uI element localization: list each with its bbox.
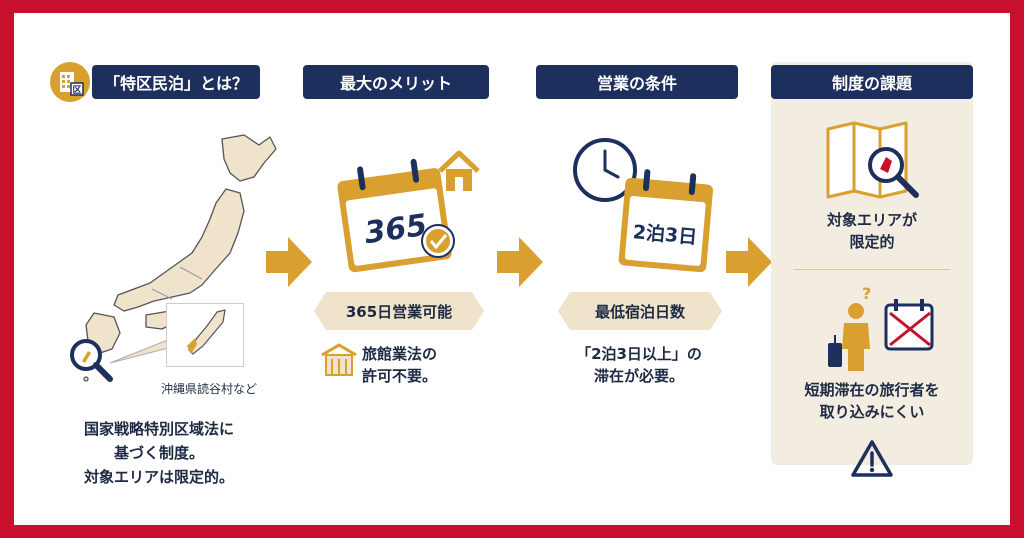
svg-text:区: 区 [72, 85, 81, 96]
col4-issue1: 対象エリアが 限定的 [826, 211, 917, 251]
traveler-icon: ? [826, 283, 888, 373]
arrow-2-to-3 [497, 237, 543, 287]
svg-text:?: ? [862, 284, 871, 303]
col4-title: 制度の課題 [771, 65, 973, 99]
building-ward-icon: 区 [50, 62, 90, 102]
infographic-card: 区 「特区民泊」とは？ [14, 13, 1010, 525]
col3-highlight: 最低宿泊日数 [558, 292, 722, 330]
calendar-365-text: 365 [362, 208, 429, 251]
okinawa-search-icon [66, 335, 116, 385]
calendar-365-icon: 365 [328, 137, 488, 277]
col3-note: 「2泊3日以上」の 滞在が必要。 [576, 345, 702, 385]
map-search-icon [820, 119, 930, 205]
divider [794, 269, 950, 270]
inn-icon [320, 343, 358, 377]
okinawa-callout [166, 303, 244, 367]
col4-issue2: 短期滞在の旅行者を 取り込みにくい [804, 381, 940, 421]
warning-icon [850, 439, 894, 479]
col2-title: 最大のメリット [303, 65, 489, 99]
house-icon [434, 147, 484, 197]
col2-highlight: 365日営業可能 [314, 292, 484, 330]
calendar-stay-icon: 2泊3日 [614, 163, 718, 275]
calendar-cross-icon [880, 295, 940, 355]
arrow-3-to-4 [726, 237, 772, 287]
clock-icon [570, 135, 640, 205]
col2-note: 旅館業法の 許可不要。 [362, 345, 438, 385]
okinawa-callout-label: 沖縄県読谷村など [160, 382, 257, 396]
arrow-1-to-2 [266, 237, 312, 287]
col1-description: 国家戦略特別区域法に 基づく制度。 対象エリアは限定的。 [83, 420, 234, 486]
col3-title: 営業の条件 [536, 65, 738, 99]
col1-title: 「特区民泊」とは？ [92, 65, 260, 99]
